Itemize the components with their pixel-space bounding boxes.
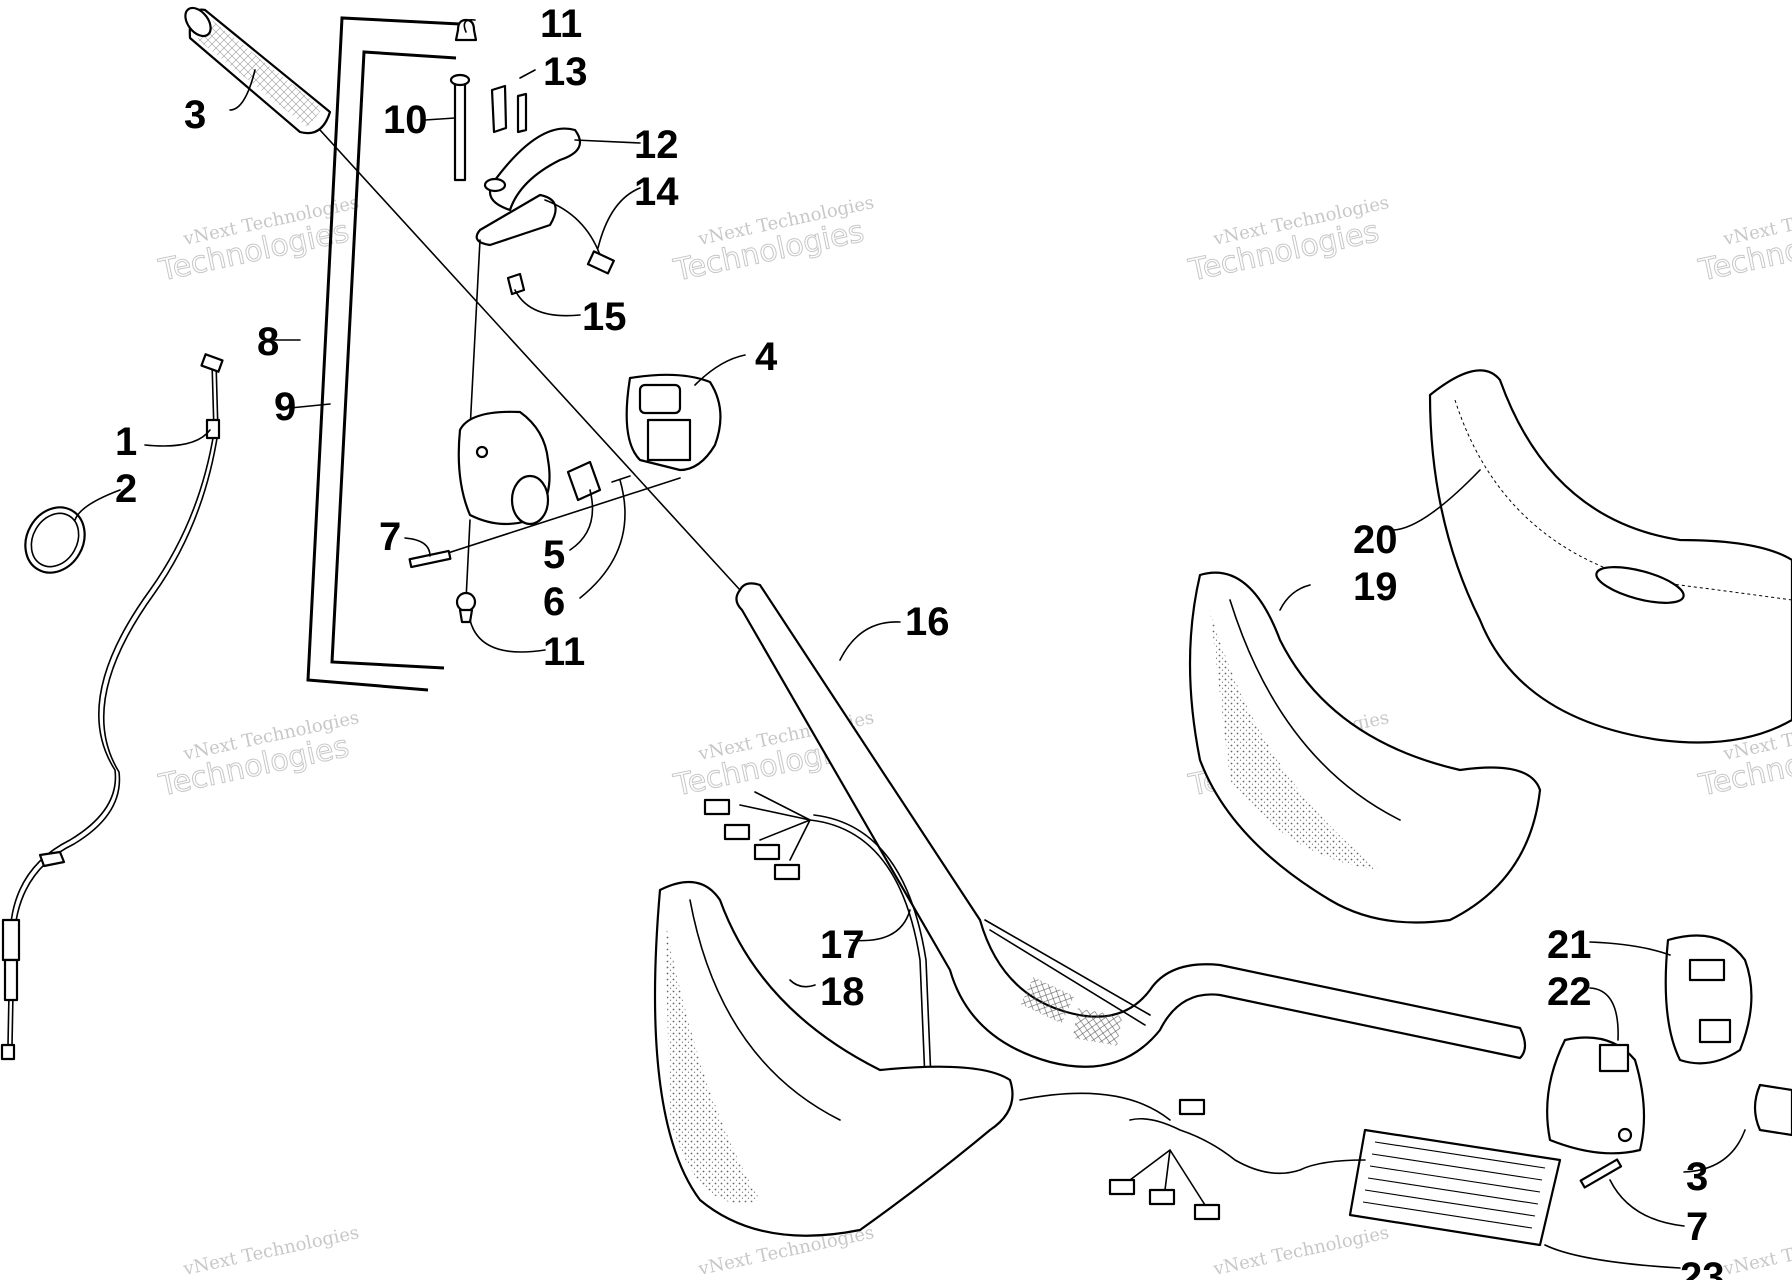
watermark: vNext Technologies Technologies xyxy=(1695,192,1792,289)
harness-17 xyxy=(703,791,932,1081)
callout-1: 1 xyxy=(115,420,137,464)
callout-4: 4 xyxy=(755,335,778,379)
handlebar-16 xyxy=(735,582,1527,1068)
clip-13 xyxy=(490,84,528,134)
lever-bracket-14 xyxy=(475,193,615,275)
callout-8: 8 xyxy=(257,320,279,364)
callout-20: 20 xyxy=(1353,518,1398,562)
svg-text:vNext Technologies: vNext Technologies xyxy=(181,1222,361,1280)
callout-16: 16 xyxy=(905,600,950,644)
watermark: vNext Technologies xyxy=(1211,1222,1391,1280)
callout-9: 9 xyxy=(274,385,296,429)
hand-grip-left xyxy=(184,6,332,135)
svg-text:vNext Technologies: vNext Technologies xyxy=(1211,1222,1391,1280)
callout-22: 22 xyxy=(1547,970,1592,1014)
watermark: vNext Technologies Technologies xyxy=(155,192,361,289)
callout-6: 6 xyxy=(543,580,565,624)
callout-17: 17 xyxy=(820,923,865,967)
connectors-lower xyxy=(1108,1149,1221,1221)
callout-12: 12 xyxy=(634,123,679,167)
callout-23: 23 xyxy=(1680,1255,1725,1280)
pin-10 xyxy=(449,73,471,182)
bolt-11-bottom xyxy=(455,591,477,624)
callout-7-left: 7 xyxy=(379,515,401,559)
switch-housing-4 xyxy=(625,373,722,472)
hand-guard-18 xyxy=(653,880,1014,1237)
brake-lever-12 xyxy=(483,127,582,212)
watermark: vNext Technologies Technologies xyxy=(155,707,361,804)
switch-21 xyxy=(1664,934,1753,1065)
heater-element-23 xyxy=(1019,1092,1562,1247)
watermark: vNext Technologies Technologies xyxy=(670,192,876,289)
callout-19: 19 xyxy=(1353,565,1398,609)
callout-15: 15 xyxy=(582,295,627,339)
housing-22 xyxy=(1546,1036,1646,1155)
screw-6 xyxy=(611,475,631,483)
watermark: vNext Technologies Technologies xyxy=(1185,192,1391,289)
callout-11-bottom: 11 xyxy=(543,630,585,674)
spacer-5 xyxy=(566,460,602,502)
cable-clamp xyxy=(24,506,86,574)
callout-3-right: 3 xyxy=(1686,1155,1708,1199)
screw-7-right xyxy=(1579,1158,1623,1189)
callout-3-left: 3 xyxy=(184,93,206,137)
switch-housing-left xyxy=(457,410,551,526)
bracket-9 xyxy=(330,50,457,670)
callout-18: 18 xyxy=(820,970,865,1014)
callout-7-right: 7 xyxy=(1686,1205,1708,1249)
callout-5: 5 xyxy=(543,533,565,577)
callout-10: 10 xyxy=(383,98,428,142)
callout-14: 14 xyxy=(634,170,679,214)
callout-21: 21 xyxy=(1547,923,1592,967)
callouts: 11 13 3 10 12 14 15 8 4 9 1 2 7 20 5 19 … xyxy=(115,2,1725,1280)
throttle-cable xyxy=(0,353,224,1061)
block-15 xyxy=(506,272,526,296)
callout-2: 2 xyxy=(115,467,137,511)
callout-11-top: 11 xyxy=(540,2,582,46)
svg-text:vNext Technologies: vNext Technologies xyxy=(1721,1222,1792,1280)
callout-13: 13 xyxy=(543,50,588,94)
watermark: vNext Technologies xyxy=(1721,1222,1792,1280)
bracket-8 xyxy=(306,16,461,692)
hand-guard-20 xyxy=(1428,369,1792,744)
watermark: vNext Technologies xyxy=(181,1222,361,1280)
hand-grip-right xyxy=(1753,1083,1792,1137)
hand-guard-19 xyxy=(1188,571,1542,924)
leader-lines xyxy=(74,18,1746,1269)
screw-7-left xyxy=(408,549,452,569)
